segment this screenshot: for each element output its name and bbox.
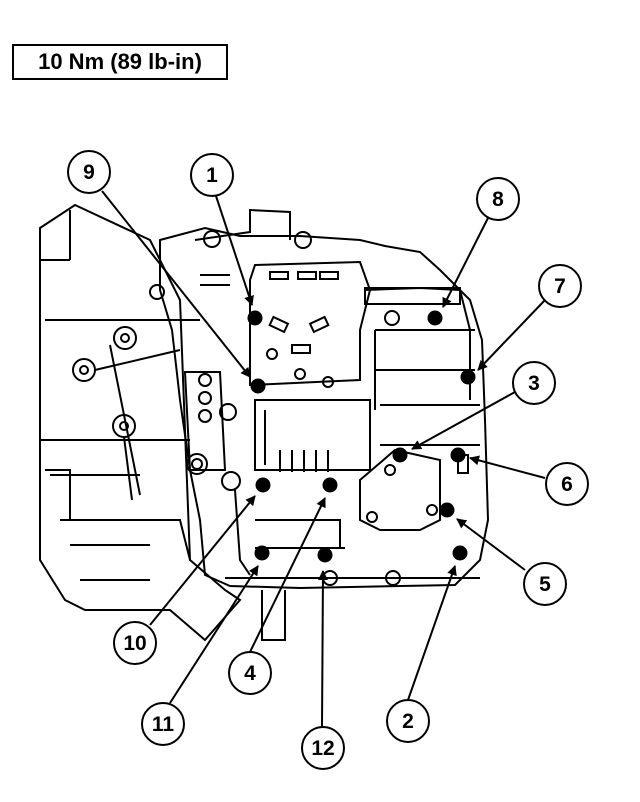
callout-10-circle	[113, 621, 157, 665]
callout-5: 5	[539, 573, 551, 596]
callout-6: 6	[561, 473, 573, 496]
bolt-6	[450, 447, 466, 463]
bolt-12	[317, 547, 333, 563]
callout-2: 2	[402, 710, 414, 733]
bolt-11	[254, 545, 270, 561]
bolt-5	[439, 502, 455, 518]
torque-spec-label: 10 Nm (89 lb-in)	[12, 44, 228, 80]
callout-2-circle	[386, 699, 430, 743]
callout-10: 10	[123, 632, 146, 655]
callout-11-circle	[141, 702, 185, 746]
bolt-10	[255, 477, 271, 493]
callout-5-circle	[523, 562, 567, 606]
callout-8-circle	[476, 177, 520, 221]
bolt-1	[247, 310, 263, 326]
callout-9-circle	[67, 150, 111, 194]
callout-labels: 1 2 3 4 5 6 7 8 9 10 11 12	[83, 161, 573, 760]
bolt-3	[392, 447, 408, 463]
callout-9: 9	[83, 161, 95, 184]
callout-3: 3	[528, 372, 540, 395]
callout-12-circle	[301, 726, 345, 770]
bolt-4	[322, 477, 338, 493]
callout-8: 8	[492, 188, 504, 211]
leader-lines	[101, 190, 546, 728]
callout-3-circle	[512, 361, 556, 405]
callouts	[67, 150, 589, 770]
bolt-7	[460, 369, 476, 385]
transmission-case	[39, 203, 242, 642]
bolt-2	[452, 545, 468, 561]
valve-body	[149, 208, 490, 641]
bolt-9	[250, 378, 266, 394]
callout-7-circle	[538, 264, 582, 308]
bolt-8	[427, 310, 443, 326]
callout-1: 1	[206, 164, 218, 187]
bolts	[247, 310, 476, 563]
callout-11: 11	[152, 713, 175, 736]
callout-1-circle	[190, 153, 234, 197]
callout-6-circle	[545, 462, 589, 506]
callout-4: 4	[244, 662, 256, 685]
callout-7: 7	[554, 275, 566, 298]
callout-12: 12	[311, 737, 334, 760]
callout-4-circle	[228, 651, 272, 695]
